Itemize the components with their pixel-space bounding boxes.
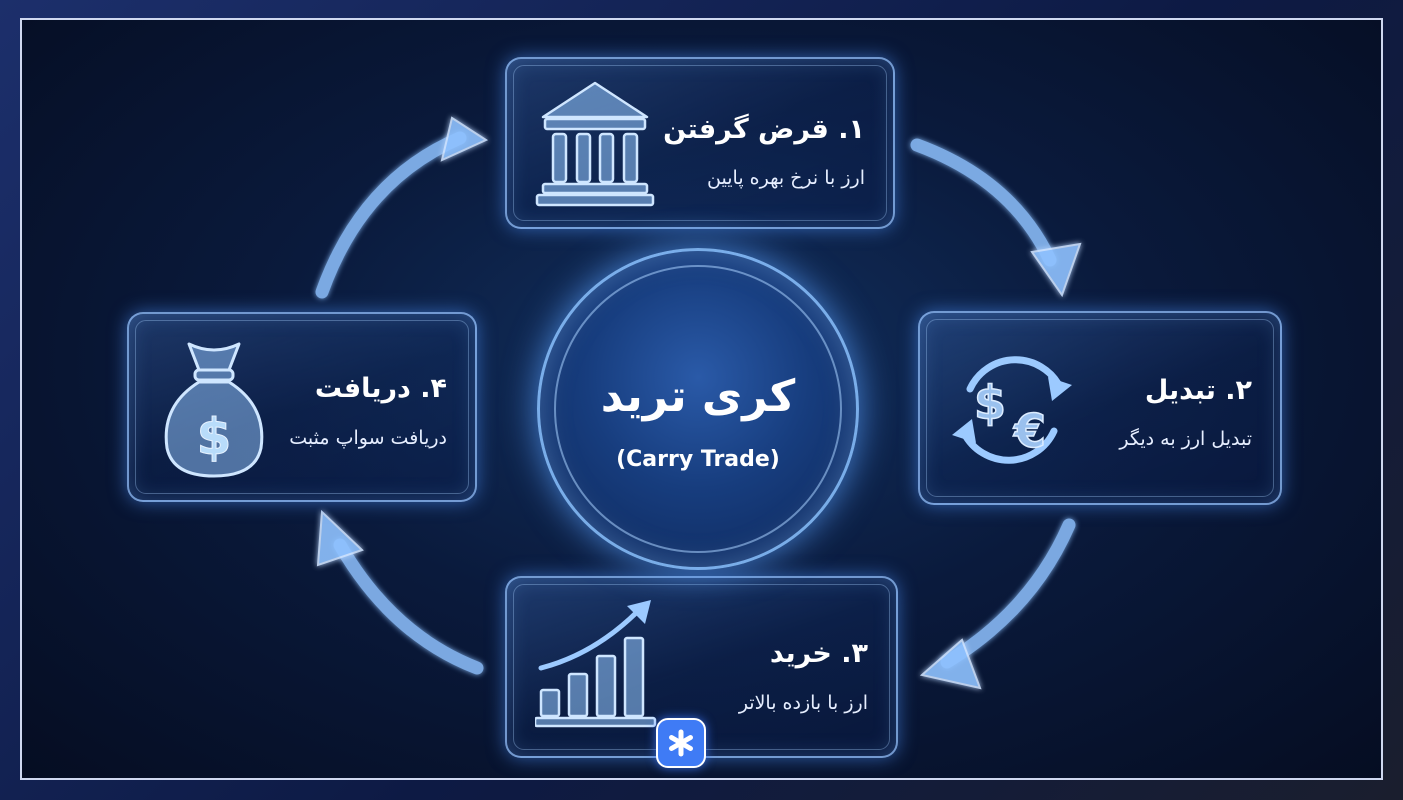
arrowhead-4 — [440, 116, 489, 162]
bank-icon — [535, 81, 655, 207]
step-card-borrow: ۱. قرض گرفتن ارز با نرخ بهره پایین — [505, 57, 895, 229]
brand-logo — [656, 718, 706, 768]
growth-chart-icon — [535, 600, 657, 728]
center-subtitle: (Carry Trade) — [616, 447, 780, 472]
step-4-title: ۴. دریافت — [314, 373, 447, 404]
step-card-convert: $ € ۲. تبدیل تبدیل ارز به دیگر — [918, 311, 1282, 505]
step-3-title: ۳. خرید — [769, 638, 868, 669]
money-bag-icon: $ — [164, 342, 264, 478]
diagram-frame: ۱. قرض گرفتن ارز با نرخ بهره پایین $ € ۲… — [20, 18, 1383, 780]
svg-text:€: € — [1013, 404, 1046, 458]
arrowhead-1 — [1030, 242, 1082, 298]
step-3-description: ارز با بازده بالاتر — [738, 692, 868, 714]
step-1-title: ۱. قرض گرفتن — [663, 114, 865, 145]
asterisk-logo-icon — [669, 729, 693, 757]
arrowhead-3 — [316, 509, 364, 567]
currency-exchange-icon: $ € — [952, 356, 1072, 464]
cycle-arrows — [315, 116, 1082, 690]
step-2-description: تبدیل ارز به دیگر — [1119, 428, 1252, 450]
svg-text:$: $ — [197, 408, 232, 466]
center-circle: کری ترید (Carry Trade) — [537, 248, 859, 570]
step-card-buy: ۳. خرید ارز با بازده بالاتر — [505, 576, 898, 758]
arrow-step3-to-step4 — [333, 538, 484, 675]
step-4-description: دریافت سواپ مثبت — [289, 427, 447, 449]
arrow-step4-to-step1 — [315, 131, 467, 299]
step-card-receive: $ ۴. دریافت دریافت سواپ مثبت — [127, 312, 477, 502]
arrow-step2-to-step3 — [940, 518, 1076, 669]
svg-text:$: $ — [974, 376, 1006, 430]
arrow-step1-to-step2 — [910, 138, 1057, 267]
center-title: کری ترید — [600, 371, 796, 422]
step-2-title: ۲. تبدیل — [1144, 375, 1252, 406]
arrowhead-2 — [919, 638, 982, 690]
step-1-description: ارز با نرخ بهره پایین — [707, 167, 865, 189]
